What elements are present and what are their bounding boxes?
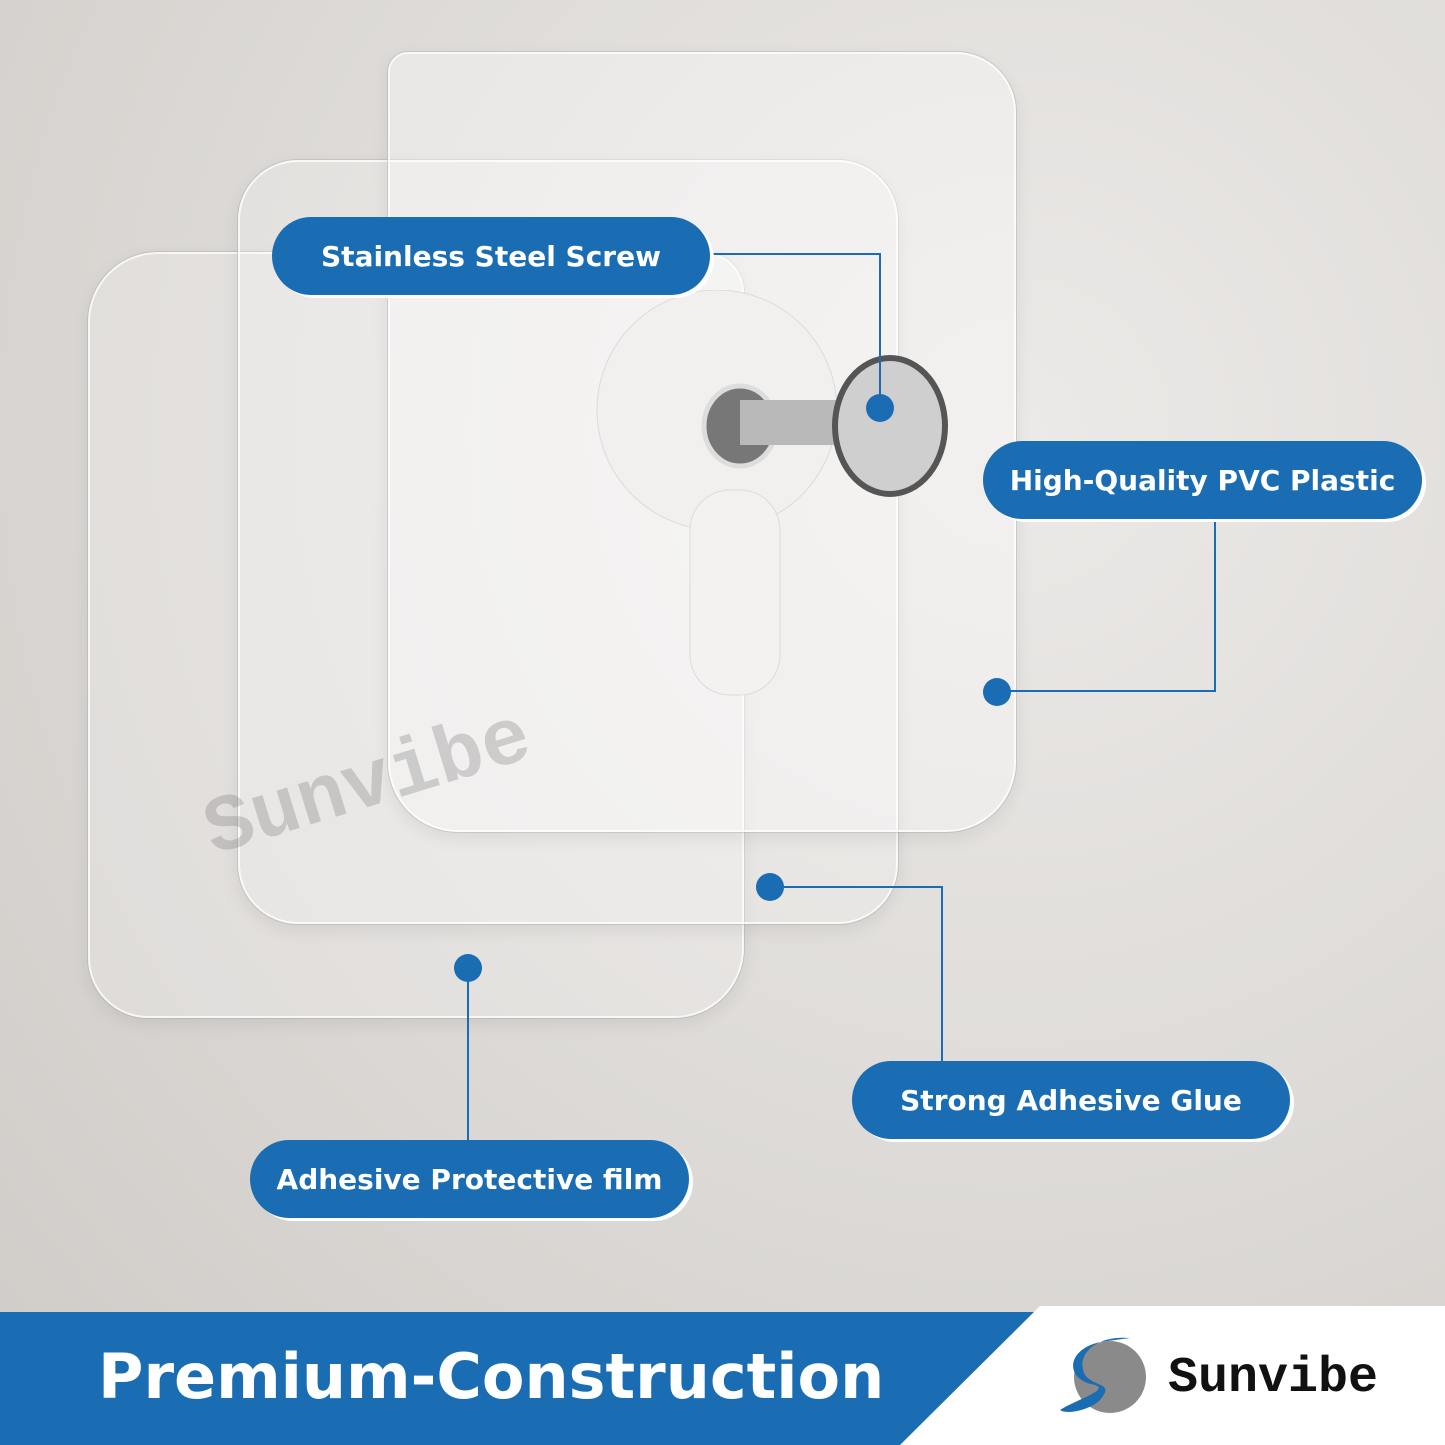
label-pvc-plastic: High-Quality PVC Plastic <box>983 441 1422 519</box>
label-stainless-steel-screw: Stainless Steel Screw <box>272 217 710 295</box>
banner-title: Premium-Construction <box>98 1340 885 1413</box>
pvc-marker <box>983 678 1011 706</box>
screw-marker <box>866 394 894 422</box>
glue-marker <box>756 873 784 901</box>
label-protective-film: Adhesive Protective film <box>250 1140 689 1218</box>
sunvibe-logo-icon <box>1060 1337 1146 1413</box>
film-marker <box>454 954 482 982</box>
hook-icon <box>596 290 948 696</box>
brand-name: Sunvibe <box>1168 1350 1379 1407</box>
label-adhesive-glue: Strong Adhesive Glue <box>852 1061 1290 1139</box>
